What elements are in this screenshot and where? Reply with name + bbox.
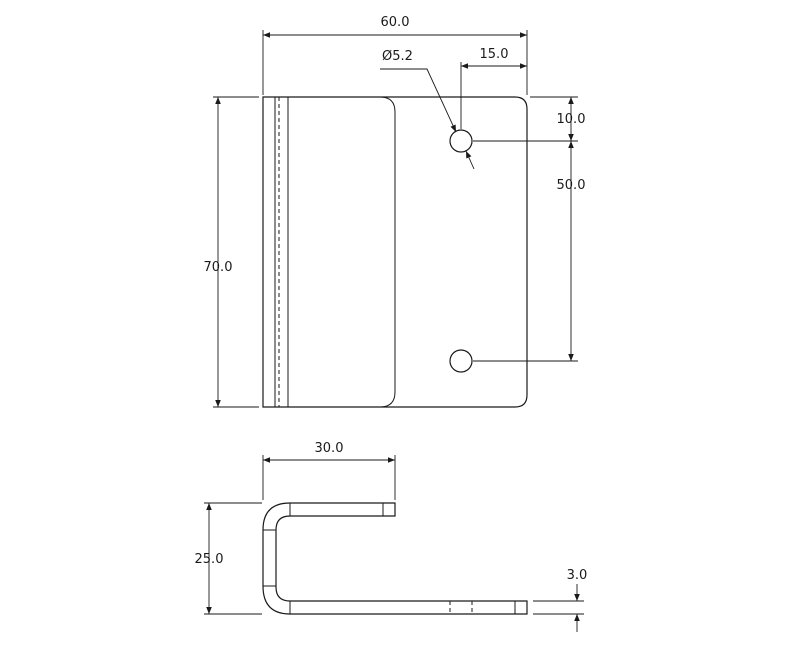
diameter-leader bbox=[380, 68, 457, 133]
dim-diameter-label: Ø5.2 bbox=[382, 49, 413, 64]
plate-outline bbox=[262, 96, 528, 408]
hole-top bbox=[449, 129, 473, 153]
dim-hole-offset-label: 15.0 bbox=[480, 47, 509, 62]
dim-height-label: 70.0 bbox=[204, 260, 233, 275]
profile-dimensions: 30.0 25.0 3.0 bbox=[195, 441, 588, 632]
profile-outer bbox=[262, 502, 528, 615]
dim-top-offset-label: 10.0 bbox=[557, 112, 586, 127]
profile-view bbox=[262, 502, 528, 615]
plan-dimensions: 60.0 15.0 Ø5.2 10.0 50.0 70.0 bbox=[204, 15, 586, 408]
hole-bottom bbox=[449, 349, 473, 373]
dim-hole-spacing-label: 50.0 bbox=[557, 178, 586, 193]
plan-view bbox=[262, 96, 528, 408]
dim-width-label: 60.0 bbox=[381, 15, 410, 30]
dim-profile-height-label: 25.0 bbox=[195, 552, 224, 567]
diameter-leader-tail bbox=[465, 150, 475, 170]
dim-thickness-label: 3.0 bbox=[567, 568, 588, 583]
flange-outline bbox=[288, 96, 396, 408]
dim-flange-label: 30.0 bbox=[315, 441, 344, 456]
